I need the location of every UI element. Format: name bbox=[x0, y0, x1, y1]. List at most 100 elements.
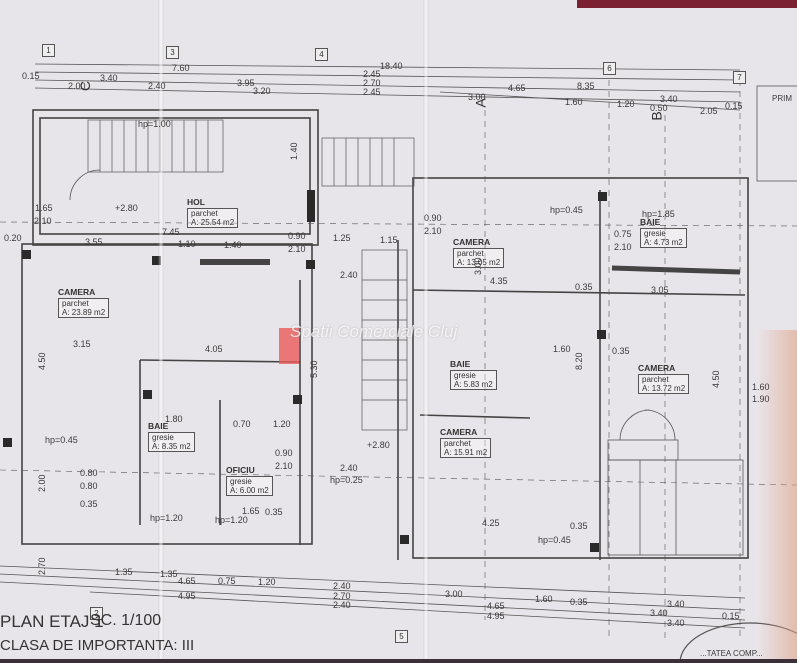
dimension-lines-bottom bbox=[0, 565, 746, 629]
room-floor: parchet bbox=[642, 374, 669, 384]
dimension-label: 0.15 bbox=[725, 101, 743, 111]
dimension-label: 0.70 bbox=[233, 419, 251, 429]
dimension-label: 3.55 bbox=[85, 237, 103, 247]
dimension-label: 1.65 bbox=[242, 506, 260, 516]
dimension-label: 1.35 bbox=[115, 567, 133, 577]
plan-title: PLAN ETAJ 1 bbox=[0, 612, 104, 631]
room-name: BAIE bbox=[148, 421, 169, 431]
dimension-label: 4.05 bbox=[205, 344, 223, 354]
dimension-label: 2.40 bbox=[333, 581, 351, 591]
room-area: A: 13.72 m2 bbox=[642, 383, 686, 393]
axis-marker-5: 5 bbox=[395, 630, 408, 643]
dimension-label: 1.15 bbox=[380, 235, 398, 245]
dimension-label: 0.35 bbox=[570, 597, 588, 607]
room-floor: parchet bbox=[191, 208, 218, 218]
room-area: A: 4.73 m2 bbox=[644, 237, 683, 247]
room-name: CAMERA bbox=[638, 363, 676, 373]
dimension-label: 0.35 bbox=[80, 499, 98, 509]
dimension-label: 1.65 bbox=[35, 203, 53, 213]
room-name: OFICIU bbox=[226, 465, 255, 475]
dimension-label: 1.60 bbox=[752, 382, 770, 392]
axis-marker-4: 4 bbox=[315, 48, 328, 61]
room-floor: gresie bbox=[152, 432, 174, 442]
dimension-label: 8.20 bbox=[574, 352, 584, 370]
room-name: CAMERA bbox=[440, 427, 478, 437]
room-area: A: 13.05 m2 bbox=[457, 257, 501, 267]
dimension-label: 3.95 bbox=[237, 78, 255, 88]
dimension-label: 0.75 bbox=[614, 229, 632, 239]
stamp bbox=[679, 622, 797, 663]
dimension-label: 3.40 bbox=[100, 73, 118, 83]
dimension-label: 0.15 bbox=[722, 611, 740, 621]
columns bbox=[3, 190, 607, 552]
dimension-label: +2.80 bbox=[367, 440, 390, 450]
walls bbox=[21, 109, 749, 560]
dimension-label: 0.80 bbox=[80, 481, 98, 491]
dimension-label: 0.35 bbox=[575, 282, 593, 292]
dimension-label: 1.40 bbox=[224, 240, 242, 250]
watermark: Spatii Comerciale Cluj bbox=[290, 322, 458, 341]
dimension-label: 0.90 bbox=[288, 231, 306, 241]
dimension-label: 2.10 bbox=[288, 244, 306, 254]
dimension-label: 2.40 bbox=[148, 81, 166, 91]
dimension-label: 3.05 bbox=[651, 285, 669, 295]
dimension-label: 1.90 bbox=[752, 394, 770, 404]
adjacent-plan-label: PRIM bbox=[772, 94, 792, 103]
dimension-label: 3.40 bbox=[650, 608, 668, 618]
dimension-label: 2.40 bbox=[340, 463, 358, 473]
dimension-label: 1.20 bbox=[258, 577, 276, 587]
room-area: A: 5.83 m2 bbox=[454, 379, 493, 389]
dimension-label: 3.00 bbox=[473, 257, 483, 275]
room-floor: parchet bbox=[62, 298, 89, 308]
room-area: A: 25.54 m2 bbox=[191, 217, 235, 227]
paper-fold bbox=[158, 0, 164, 663]
dimension-label: 4.65 bbox=[487, 601, 505, 611]
room-name: HOL bbox=[187, 197, 205, 207]
importance-class: CLASA DE IMPORTANTA: III bbox=[0, 637, 195, 654]
room-floor: gresie bbox=[454, 370, 476, 380]
background-fabric bbox=[577, 0, 797, 8]
dimension-label: 2.70 bbox=[363, 78, 381, 88]
dimension-label: 1.60 bbox=[553, 344, 571, 354]
dimension-label: 1.40 bbox=[289, 142, 299, 160]
dimension-label: hp=0.25 bbox=[330, 475, 363, 485]
axis-marker-1: 1 bbox=[42, 44, 55, 57]
paper-edge bbox=[757, 330, 797, 663]
dimension-label: 2.00 bbox=[37, 474, 47, 492]
dimension-label: +2.80 bbox=[115, 203, 138, 213]
dimension-label: 4.50 bbox=[37, 352, 47, 370]
dimension-label: 0.90 bbox=[424, 213, 442, 223]
dimension-label: hp=1.20 bbox=[150, 513, 183, 523]
watermark-logo bbox=[279, 328, 299, 364]
dimension-label: 0.20 bbox=[4, 233, 22, 243]
dimension-label: 1.80 bbox=[165, 414, 183, 424]
dimension-label: 1.20 bbox=[617, 99, 635, 109]
dimension-label: 1.25 bbox=[333, 233, 351, 243]
dimension-label: 2.00 bbox=[68, 81, 86, 91]
dimension-label: 0.35 bbox=[612, 346, 630, 356]
dimension-label: 8.35 bbox=[577, 81, 595, 91]
dimension-label: 4.35 bbox=[490, 276, 508, 286]
dimension-label: 3.40 bbox=[660, 94, 678, 104]
dimension-label: 2.05 bbox=[700, 106, 718, 116]
dimension-label: 0.90 bbox=[275, 448, 293, 458]
dimension-label: 5.30 bbox=[309, 360, 319, 378]
dimension-label: 18.40 bbox=[380, 61, 403, 71]
dimension-label: hp=1.20 bbox=[215, 515, 248, 525]
dimension-label: 4.95 bbox=[487, 611, 505, 621]
axis-marker-3: 3 bbox=[166, 46, 179, 59]
dimension-label: 1.10 bbox=[178, 239, 196, 249]
dimension-label: 4.50 bbox=[711, 370, 721, 388]
dimension-label: 0.50 bbox=[650, 103, 668, 113]
dimension-label: 2.40 bbox=[340, 270, 358, 280]
dimension-label: 3.15 bbox=[73, 339, 91, 349]
